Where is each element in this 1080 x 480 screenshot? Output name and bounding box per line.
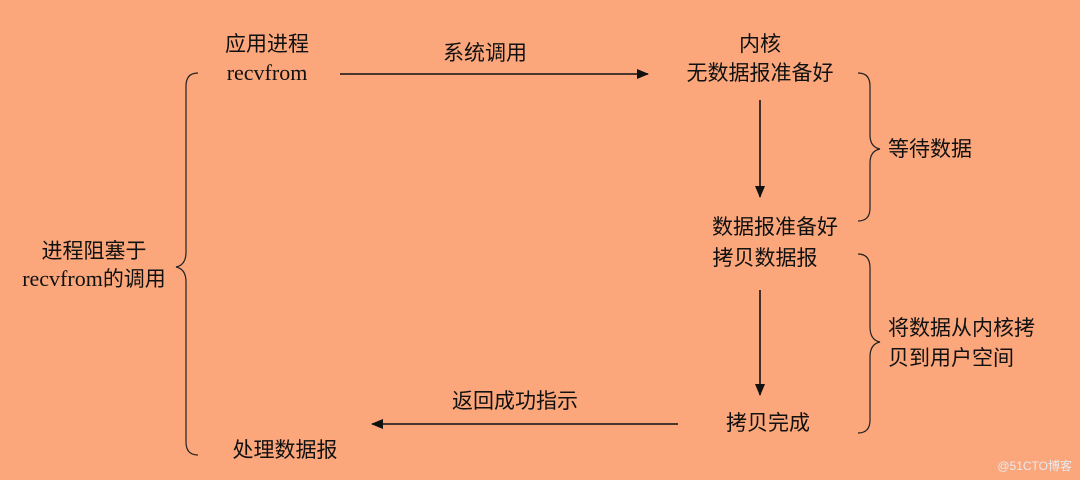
copy-datagram-label: 拷贝数据报	[712, 246, 818, 270]
process-datagram-label: 处理数据报	[232, 438, 338, 462]
syscall-label: 系统调用	[443, 41, 527, 65]
copy-phase-label-line2: 贝到用户空间	[888, 346, 1014, 370]
datagram-ready-label: 数据报准备好	[712, 215, 838, 239]
blocked-brace	[175, 72, 199, 456]
no-datagram-ready-label: 无数据报准备好	[686, 61, 834, 85]
wait-for-data-label: 等待数据	[888, 137, 972, 161]
copy-phase-label-line1: 将数据从内核拷	[888, 316, 1035, 340]
copy-brace	[857, 253, 881, 434]
copy-complete-label: 拷贝完成	[726, 411, 810, 435]
app-process-label: 应用进程	[225, 32, 309, 56]
wait-brace	[857, 72, 881, 222]
return-success-label: 返回成功指示	[452, 389, 578, 413]
watermark: @51CTO博客	[997, 459, 1072, 473]
blocked-label-line2: recvfrom的调用	[4, 266, 184, 292]
blocked-call-text: 的调用	[102, 267, 166, 291]
blocked-recvfrom-text: recvfrom	[22, 266, 103, 291]
kernel-label: 内核	[739, 32, 781, 56]
recvfrom-label: recvfrom	[226, 60, 308, 85]
blocked-label-line1: 进程阻塞于	[41, 239, 147, 263]
